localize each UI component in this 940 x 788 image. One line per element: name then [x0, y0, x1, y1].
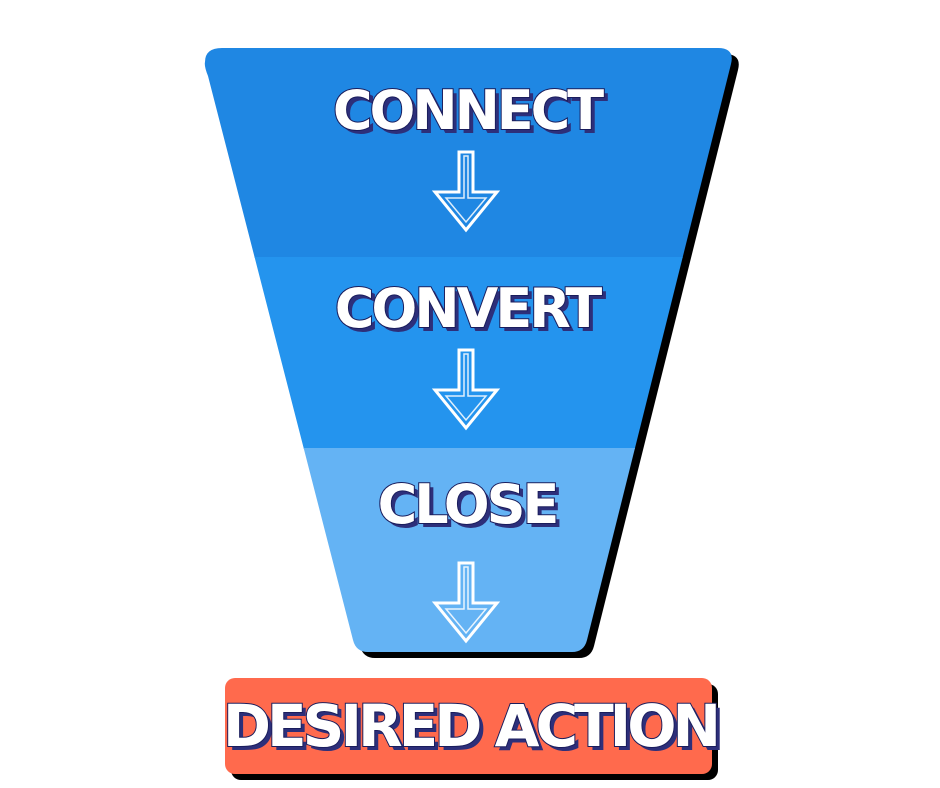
stage-label-close-shadow: CLOSE: [382, 477, 561, 540]
stage-label-connect-shadow: CONNECT: [337, 83, 608, 146]
arrow-down-icon: [431, 561, 501, 644]
action-box: [225, 678, 712, 774]
action-label: DESIRED ACTION: [223, 692, 717, 760]
stage-label-connect: CONNECT: [333, 79, 604, 142]
stage-label-convert-shadow: CONVERT: [339, 281, 607, 344]
stage-label-close: CLOSE: [378, 473, 557, 536]
arrow-down-icon: [431, 150, 501, 233]
action-label-shadow: DESIRED ACTION: [227, 696, 721, 764]
arrow-down-icon: [431, 348, 501, 431]
stage-label-convert: CONVERT: [335, 277, 603, 340]
